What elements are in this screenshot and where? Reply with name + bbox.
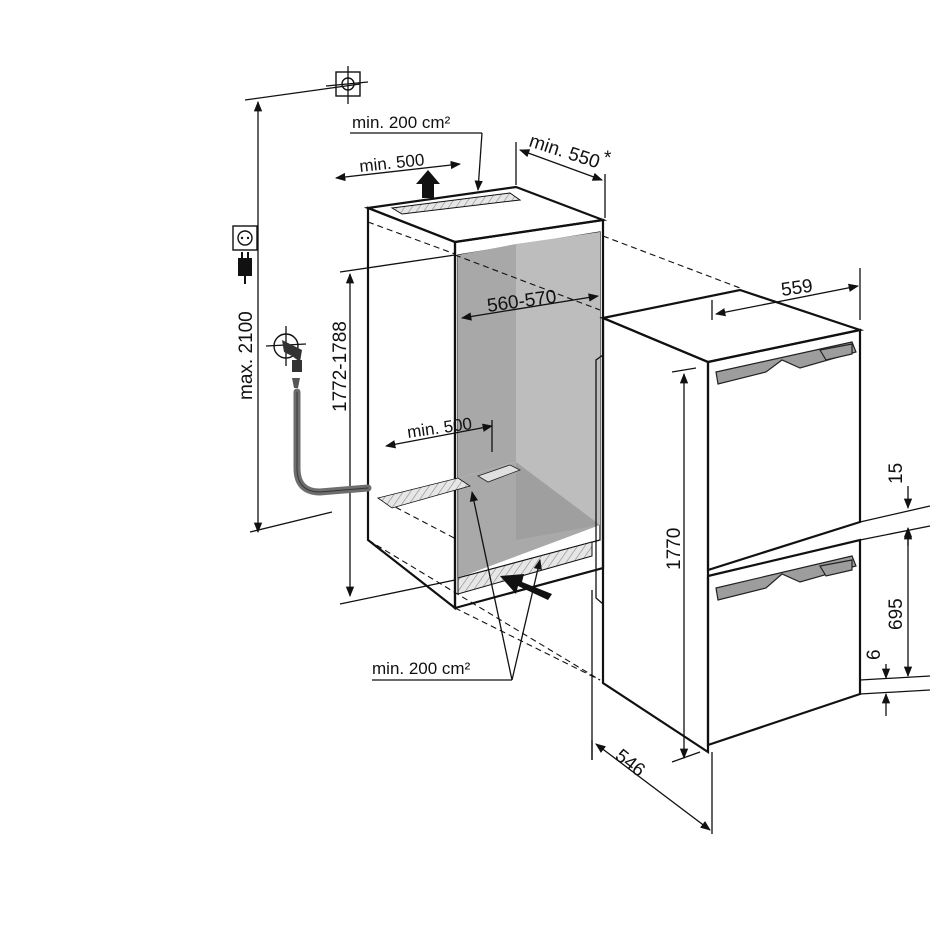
niche-inner-side	[458, 244, 516, 478]
label-appliance-height: 1770	[664, 528, 685, 570]
floor-strip	[477, 464, 521, 483]
upper-door	[706, 328, 862, 572]
label-niche-height: 1772-1788	[330, 321, 351, 412]
label-door-lower-height: 695	[886, 598, 907, 630]
niche-floor	[458, 462, 600, 578]
water-connection-icon	[325, 66, 369, 104]
niche-cabinet	[363, 185, 608, 611]
dim-bottom-vent-area: min. 200 cm²	[372, 490, 552, 681]
left-floor-hatch	[377, 477, 471, 509]
dim-right-stack: 15 695 6	[859, 463, 931, 716]
appliance	[591, 288, 865, 760]
label-max-height: max. 2100	[236, 311, 257, 400]
dim-appliance-height: 1770	[664, 367, 701, 763]
label-top-vent-area: min. 200 cm²	[352, 113, 451, 132]
label-appliance-depth: 546	[611, 745, 649, 781]
label-gap-bottom: 6	[864, 649, 885, 660]
power-plug-icon	[238, 252, 252, 284]
niche-top-face	[363, 185, 608, 244]
label-niche-depth-mark: *	[604, 148, 612, 169]
dim-appliance-width: 559	[711, 268, 861, 320]
air-out-arrow	[416, 170, 440, 198]
dim-niche-height: 1772-1788	[330, 254, 456, 605]
power-socket-icon	[232, 225, 258, 251]
projection-lines	[367, 235, 741, 681]
dim-top-vent-area: min. 200 cm²	[350, 113, 483, 192]
top-vent-slot	[390, 192, 522, 215]
dim-max-height: max. 2100	[236, 83, 361, 534]
air-in-arrow	[500, 574, 552, 600]
label-gap-top: 15	[886, 463, 907, 484]
water-tap-icon	[265, 326, 307, 388]
label-appliance-width: 559	[780, 276, 814, 301]
label-bottom-vent-area: min. 200 cm²	[372, 659, 471, 678]
label-top-vent-depth: min. 500	[358, 150, 425, 176]
appliance-side-face	[601, 316, 710, 755]
dim-top-vent-depth: min. 500	[334, 150, 462, 198]
